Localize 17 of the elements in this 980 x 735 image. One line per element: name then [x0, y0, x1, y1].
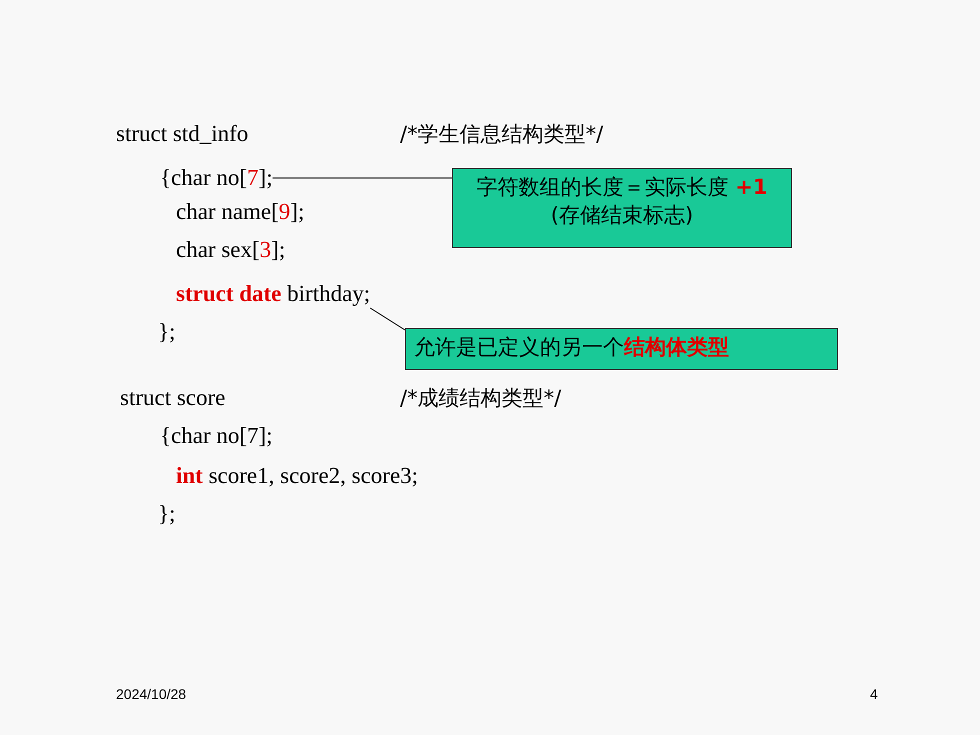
- code-line: };: [158, 318, 176, 346]
- code-line: struct date birthday;: [176, 280, 370, 308]
- code-comment: /*成绩结构类型*/: [400, 385, 562, 412]
- code-line: {char no[7];: [160, 164, 273, 192]
- code-line: int score1, score2, score3;: [176, 462, 418, 490]
- callout-box: 允许是已定义的另一个结构体类型: [405, 328, 838, 370]
- code-line: char name[9];: [176, 198, 304, 226]
- page-number: 4: [870, 685, 878, 704]
- leader-line: [370, 308, 406, 330]
- code-line: };: [158, 500, 176, 528]
- code-comment: /*学生信息结构类型*/: [400, 121, 604, 148]
- code-line: struct score: [120, 384, 226, 412]
- code-line: {char no[7];: [160, 422, 273, 450]
- callout-box: 字符数组的长度＝实际长度 +1 (存储结束标志): [452, 168, 792, 248]
- date-text: 2024/10/28: [116, 685, 186, 704]
- code-line: struct std_info: [116, 120, 248, 148]
- code-line: char sex[3];: [176, 236, 286, 264]
